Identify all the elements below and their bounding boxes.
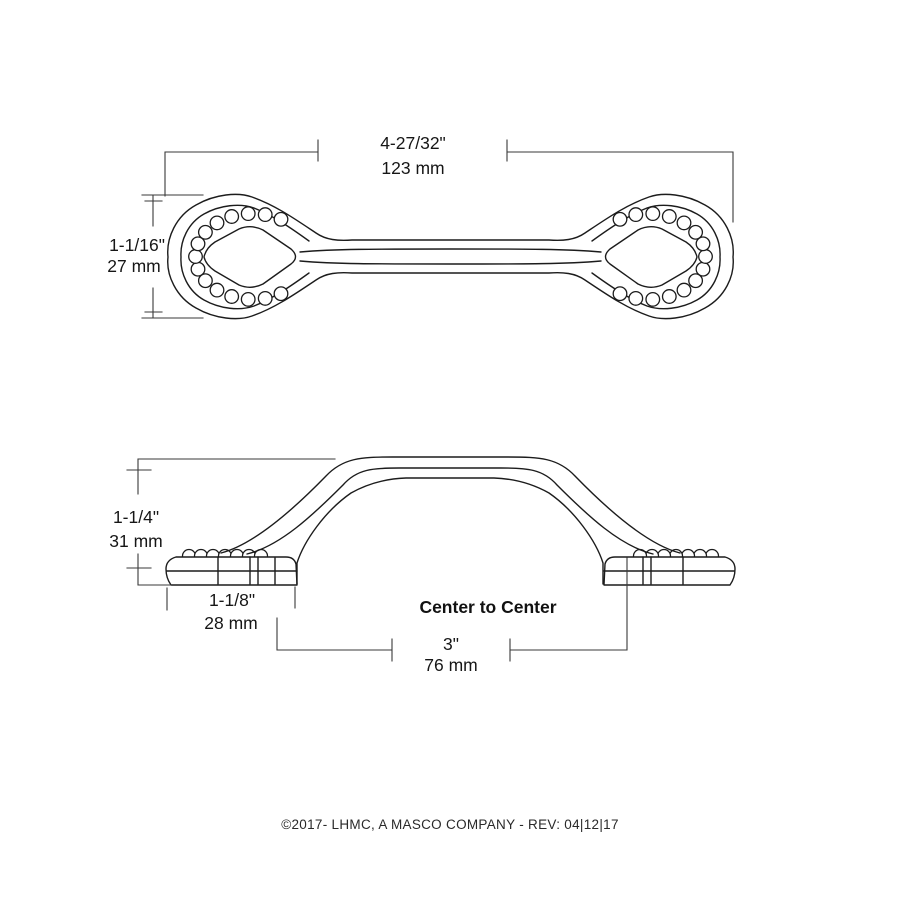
bead [257, 207, 273, 223]
base-dimension-line [166, 586, 296, 611]
bead-ring-right [612, 206, 713, 307]
c2c-inches: 3" [443, 634, 459, 654]
bead [676, 215, 692, 231]
bead [190, 261, 206, 277]
bead [661, 289, 677, 304]
side-height-inches: 1-1/4" [113, 507, 159, 527]
bead [240, 291, 256, 307]
top-width-mm: 123 mm [381, 158, 444, 178]
bead [240, 206, 256, 222]
bead [273, 211, 289, 227]
bead [209, 215, 225, 231]
bead [645, 291, 661, 307]
bead [209, 282, 225, 298]
bead [190, 236, 206, 252]
c2c-label: Center to Center [419, 597, 556, 617]
bead-ring-left [188, 206, 289, 307]
bead [645, 206, 661, 222]
bead [257, 290, 273, 306]
top-width-inches: 4-27/32" [380, 133, 446, 153]
side-height-mm: 31 mm [109, 531, 162, 551]
bead [612, 211, 628, 227]
handle-arch-chamfer [246, 467, 654, 555]
c2c-mm: 76 mm [424, 655, 477, 675]
handle-arch-underside [296, 477, 604, 585]
bead [676, 282, 692, 298]
base-inches: 1-1/8" [209, 590, 255, 610]
bead [628, 207, 644, 223]
bead [224, 209, 240, 224]
base-mm: 28 mm [204, 613, 257, 633]
top-height-inches: 1-1/16" [109, 235, 165, 255]
foot-base-details [166, 556, 735, 585]
pull-top-outline [167, 193, 734, 320]
c2c-dimension-line [276, 557, 628, 662]
bead [688, 224, 704, 240]
bead [224, 289, 240, 304]
bead [197, 224, 213, 240]
bead [612, 286, 628, 302]
width-dimension-line [164, 139, 734, 223]
bead [628, 290, 644, 306]
bead [688, 273, 704, 289]
bead [695, 236, 711, 252]
bead [698, 249, 713, 264]
top-height-mm: 27 mm [107, 256, 160, 276]
end-recess-left [203, 226, 297, 288]
bead [197, 273, 213, 289]
top-view: 4-27/32" 123 mm 1-1/16" 27 mm [107, 133, 734, 320]
end-height-dimension-line [141, 194, 204, 319]
bead [188, 249, 203, 264]
copyright-revision-text: ©2017- LHMC, A MASCO COMPANY - REV: 04|1… [281, 817, 619, 832]
pull-end-inner-border-left [180, 204, 310, 310]
grip-channel-lines [299, 248, 602, 265]
height-dimension-line [126, 458, 336, 586]
handle-arch-outer [220, 456, 681, 554]
bead [695, 261, 711, 277]
side-view: 1-1/4" 31 mm 1-1/8" 28 mm Center to Cent… [109, 456, 736, 675]
bead [661, 209, 677, 224]
bead [273, 286, 289, 302]
